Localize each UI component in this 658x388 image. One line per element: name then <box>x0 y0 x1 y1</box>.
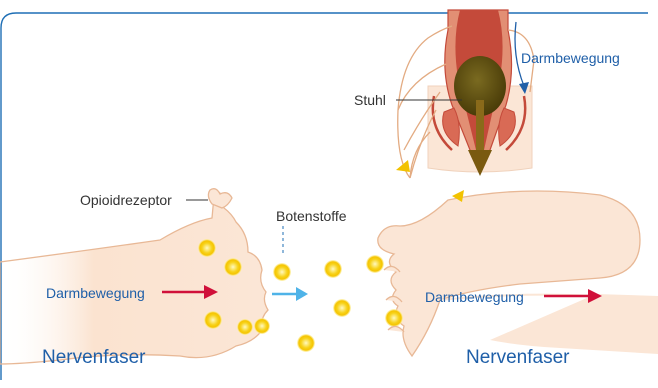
label-opioid-receptor: Opioidrezeptor <box>80 193 172 207</box>
dot <box>273 263 291 281</box>
dot <box>254 318 270 334</box>
nerve-fiber-left-body <box>0 192 268 364</box>
dot <box>204 311 222 329</box>
dot <box>333 299 351 317</box>
dot <box>198 239 216 257</box>
dot <box>224 258 242 276</box>
label-nerve-fiber-right: Nervenfaser <box>466 348 570 367</box>
dot <box>297 334 315 352</box>
label-bowel-movement-left: Darmbewegung <box>46 286 145 300</box>
dot <box>324 260 342 278</box>
label-stool: Stuhl <box>354 93 386 107</box>
label-nerve-fiber-left: Nervenfaser <box>42 348 146 367</box>
dot <box>366 255 384 273</box>
label-neurotransmitters: Botenstoffe <box>276 209 347 223</box>
opioid-receptor-shape <box>208 189 232 208</box>
dot <box>385 309 403 327</box>
label-bowel-movement-right: Darmbewegung <box>425 290 524 304</box>
rectum-illustration <box>428 10 532 176</box>
label-bowel-movement-top: Darmbewegung <box>521 51 620 65</box>
loop-arrow-upper <box>396 160 410 172</box>
dot <box>237 319 253 335</box>
